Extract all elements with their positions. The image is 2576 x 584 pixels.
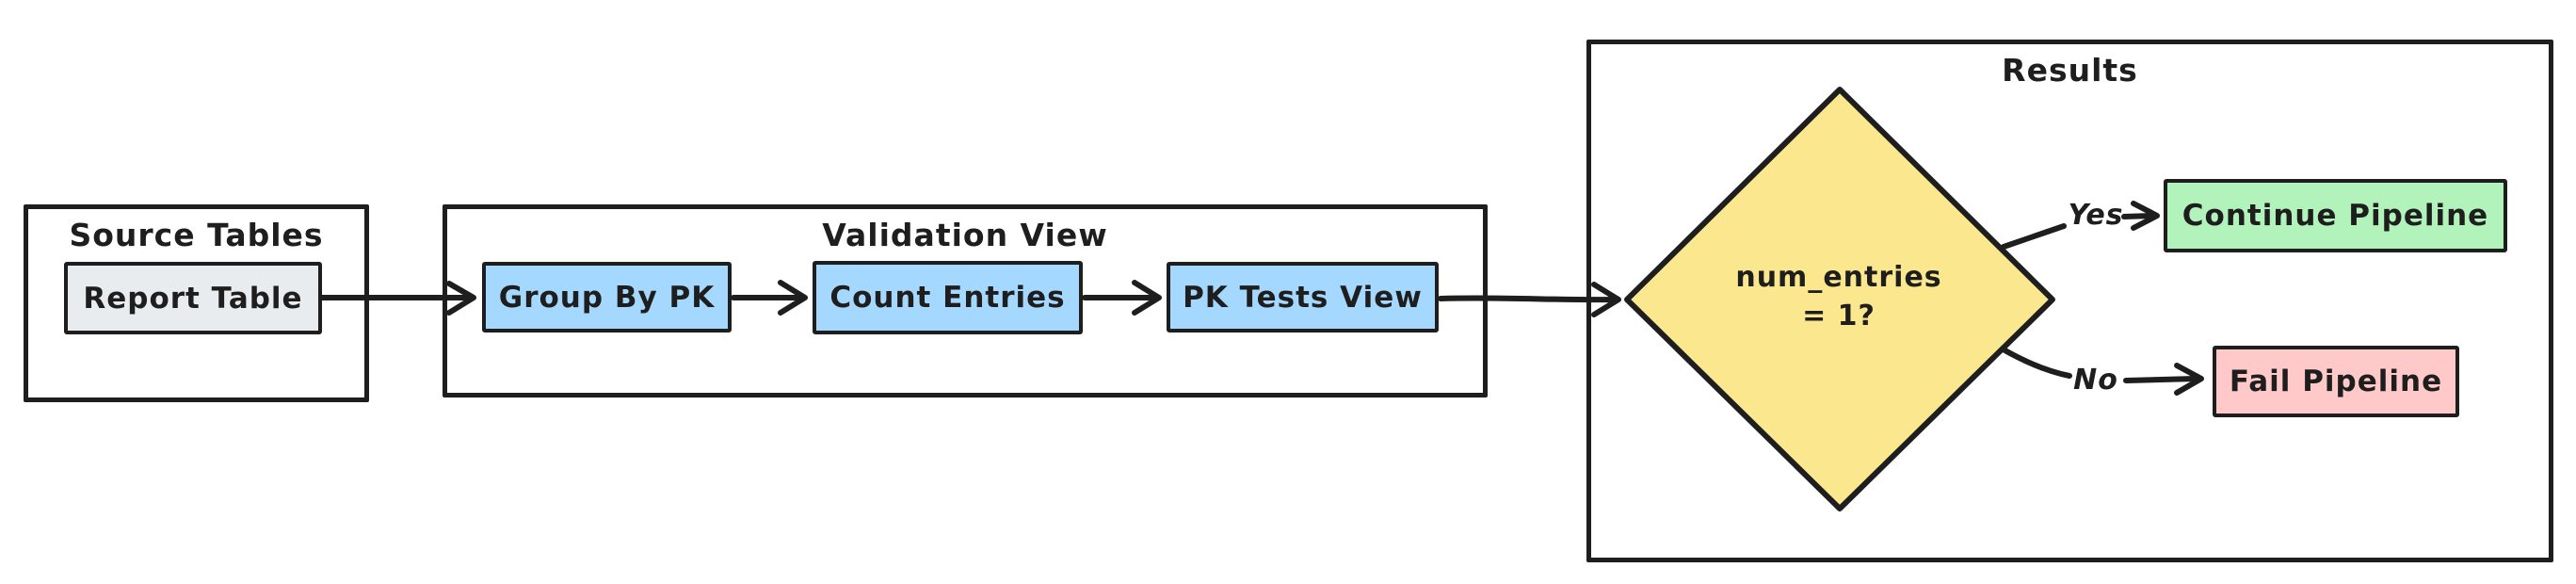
frame-validation-view-title: Validation View [822,217,1108,253]
node-continue-pipeline-label: Continue Pipeline [2182,199,2489,233]
frame-results-title: Results [2002,52,2138,89]
node-count-entries: Count Entries [813,261,1083,334]
node-group-by-pk: Group By PK [482,262,732,333]
node-group-by-pk-label: Group By PK [498,280,716,315]
node-continue-pipeline: Continue Pipeline [2164,179,2507,252]
node-fail-pipeline: Fail Pipeline [2213,346,2459,417]
node-fail-pipeline-label: Fail Pipeline [2229,365,2443,398]
frame-source-tables-title: Source Tables [69,217,324,253]
edge-label-yes: Yes [2068,199,2124,232]
decision-label: num_entries = 1? [1698,258,1980,335]
edge-label-no: No [2073,364,2118,397]
node-report-table: Report Table [64,262,322,334]
node-pk-tests-view: PK Tests View [1167,262,1439,333]
node-pk-tests-view-label: PK Tests View [1183,280,1423,315]
decision-label-line2: = 1? [1802,300,1876,333]
node-count-entries-label: Count Entries [829,281,1066,315]
decision-label-line1: num_entries [1735,261,1942,294]
node-report-table-label: Report Table [83,281,303,316]
